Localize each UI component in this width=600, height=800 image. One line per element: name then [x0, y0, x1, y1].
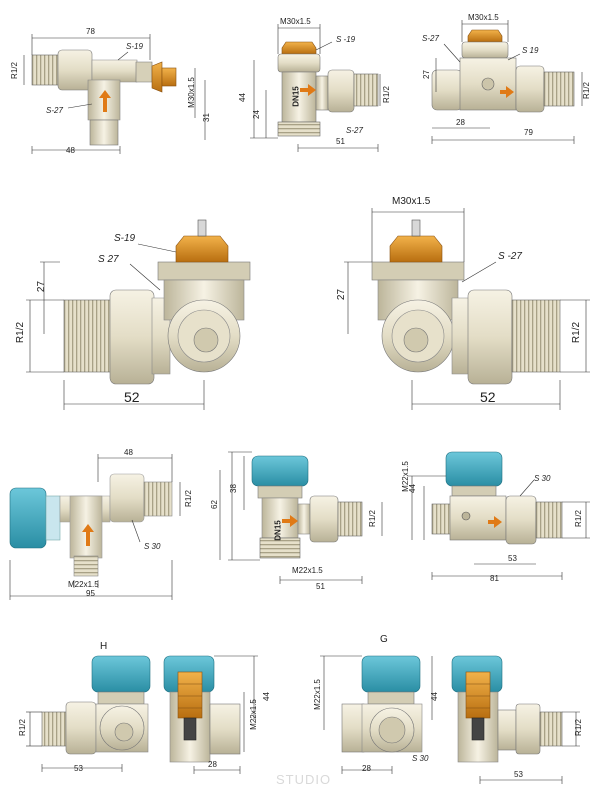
- fig10-b1-label: 28: [362, 764, 371, 773]
- fig5-h-label: 27: [336, 288, 348, 301]
- fig4-thread-label: R1/2: [15, 321, 27, 344]
- fig8-s30-label: S 30: [534, 474, 551, 483]
- fig2-s27-label: S-27: [346, 126, 363, 135]
- fig1-base-label: 48: [66, 146, 75, 155]
- fig10-m-label: M22x1.5: [312, 679, 322, 710]
- fig7-h2-label: 62: [209, 500, 219, 509]
- fig1-s27-label: S-27: [46, 106, 63, 115]
- fig6-dimensions: [9, 454, 181, 600]
- fig10-valve: [341, 655, 563, 763]
- fig1-dimensions: [23, 34, 206, 154]
- fig2-dn-label: DN15: [291, 86, 301, 107]
- fig1-m-label: M30x1.5: [186, 77, 196, 108]
- fig9-b2-label: 28: [208, 760, 217, 769]
- fig3-s27-label: S-27: [422, 34, 439, 43]
- fig9-thread-label: R1/2: [17, 719, 27, 736]
- fig7-dn-label: DN15: [273, 520, 283, 541]
- fig3-valve: [431, 29, 575, 113]
- fig9-h-label: 44: [261, 692, 271, 701]
- fig2-valve: [277, 41, 379, 137]
- fig6-valve: [9, 473, 173, 577]
- fig5-valve: [371, 219, 561, 385]
- fig6-width-label: 48: [124, 448, 133, 457]
- fig6-base-label: 95: [86, 589, 95, 598]
- fig1-valve: [31, 49, 177, 146]
- fig1-width-label: 78: [86, 27, 95, 36]
- fig2-s19-label: S -19: [336, 35, 356, 44]
- fig3-b2-label: 79: [524, 128, 533, 137]
- fig5-s27-label: S -27: [498, 251, 522, 262]
- fig7-m-label: M22x1.5: [292, 566, 323, 575]
- fig8-dimensions: [408, 475, 590, 580]
- fig7-base-label: 51: [316, 582, 325, 591]
- fig10-letter: G: [380, 634, 388, 645]
- fig8-h-label: 44: [407, 484, 417, 493]
- fig4-h-label: 27: [36, 280, 48, 293]
- fig1-s19-label: S-19: [126, 42, 143, 51]
- fig6-s30-label: S 30: [144, 542, 161, 551]
- fig5-m-label: M30x1.5: [392, 196, 431, 207]
- fig10-thread-label: R1/2: [573, 719, 583, 736]
- fig10-s30-label: S 30: [412, 754, 429, 763]
- fig9-dimensions: [26, 655, 258, 774]
- fig7-valve: [251, 455, 363, 559]
- fig8-b2-label: 81: [490, 574, 499, 583]
- fig1-h-label: 31: [201, 113, 211, 122]
- fig4-s27-label: S 27: [98, 254, 119, 265]
- fig10-dimensions: [320, 655, 580, 784]
- fig9-b1-label: 53: [74, 764, 83, 773]
- fig1-thread-label: R1/2: [9, 62, 19, 79]
- fig10-h-label: 44: [429, 692, 439, 701]
- fig7-thread-label: R1/2: [367, 510, 377, 527]
- fig8-b1-label: 53: [508, 554, 517, 563]
- fig2-base-label: 51: [336, 137, 345, 146]
- fig3-s19-label: S 19: [522, 46, 539, 55]
- fig10-b2-label: 53: [514, 770, 523, 779]
- fig9-valve: [41, 655, 241, 763]
- fig4-s19-label: S-19: [114, 233, 136, 244]
- fig5-base-label: 52: [480, 389, 496, 405]
- fig9-letter: H: [100, 641, 108, 652]
- fig2-h1-label: 44: [237, 93, 247, 102]
- fig7-h1-label: 38: [228, 484, 238, 493]
- fig8-thread-label: R1/2: [573, 510, 583, 527]
- fig6-thread-label: R1/2: [183, 490, 193, 507]
- fig2-dimensions: [250, 24, 381, 152]
- fig3-m-label: M30x1.5: [468, 13, 499, 22]
- fig2-thread-label: R1/2: [381, 86, 391, 103]
- fig2-m-label: M30x1.5: [280, 17, 311, 26]
- fig3-h-label: 27: [421, 70, 431, 79]
- fig8-valve: [431, 451, 563, 545]
- fig3-dimensions: [431, 20, 583, 144]
- fig5-thread-label: R1/2: [571, 321, 583, 344]
- fig9-m-label: M22x1.5: [248, 699, 258, 730]
- fig4-base-label: 52: [124, 389, 140, 405]
- fig3-thread-label: R1/2: [581, 82, 591, 99]
- fig6-m-label: M22x1.5: [68, 580, 99, 589]
- fig2-h2-label: 24: [251, 110, 261, 119]
- fig7-dimensions: [219, 451, 383, 584]
- fig4-valve: [63, 219, 251, 385]
- fig4-dimensions: [26, 243, 205, 410]
- fig3-b1-label: 28: [456, 118, 465, 127]
- fig5-dimensions: [344, 208, 590, 410]
- watermark: STUDIO: [276, 772, 332, 787]
